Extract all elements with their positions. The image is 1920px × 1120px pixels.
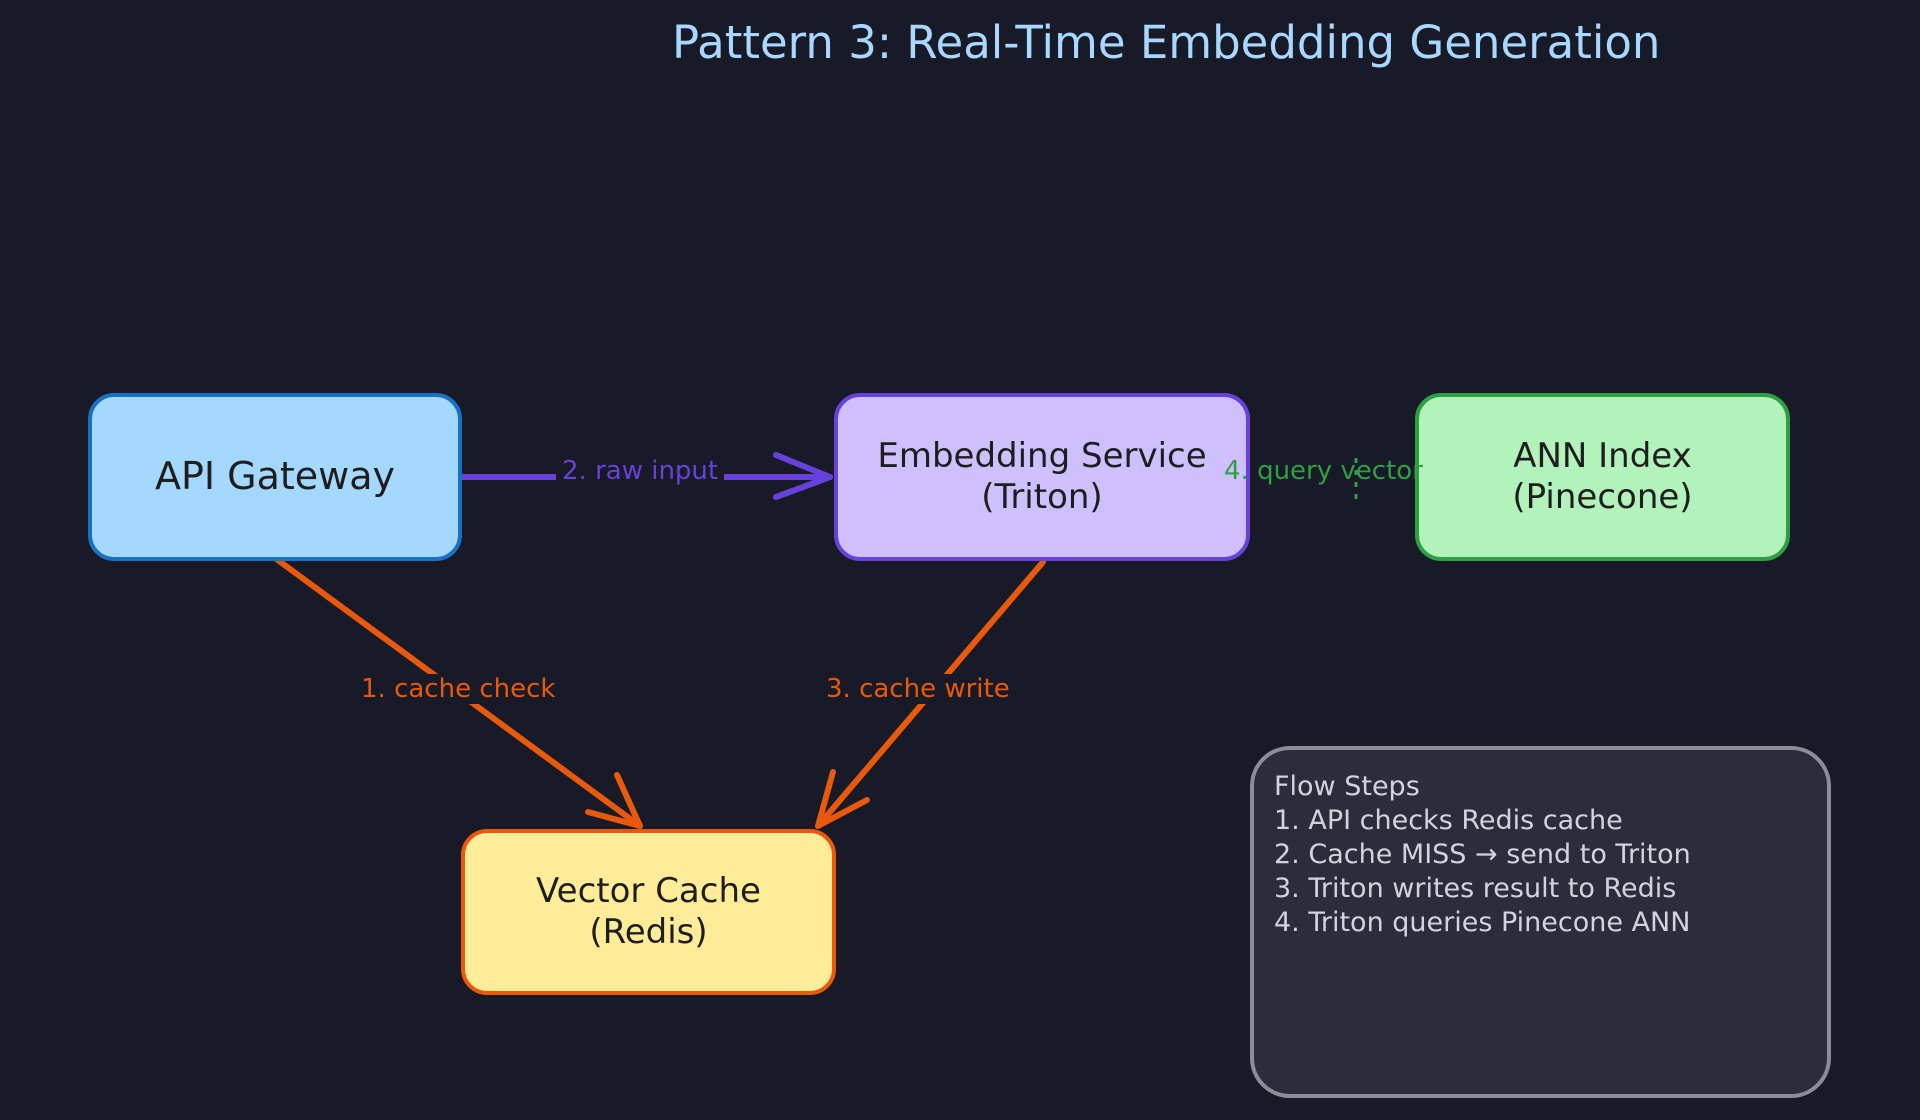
api-gateway-label: API Gateway [154, 454, 396, 499]
flow-step-4: 4. Triton queries Pinecone ANN [1274, 907, 1691, 938]
vector-cache-node[interactable]: Vector Cache (Redis) [461, 829, 836, 995]
embedding-service-node[interactable]: Embedding Service (Triton) [834, 393, 1250, 561]
flow-step-1: 1. API checks Redis cache [1274, 805, 1623, 836]
flow-step-3: 3. Triton writes result to Redis [1274, 873, 1677, 904]
ann-index-sublabel: (Pinecone) [1512, 477, 1693, 517]
flow-steps-panel: Flow Steps 1. API checks Redis cache 2. … [1250, 746, 1831, 1098]
edge-label-raw-input: 2. raw input [556, 456, 725, 486]
api-gateway-node[interactable]: API Gateway [88, 393, 462, 561]
edge-label-cache-write: 3. cache write [820, 674, 1016, 704]
ann-index-label: ANN Index [1513, 436, 1692, 477]
embedding-service-label: Embedding Service [877, 436, 1207, 477]
ann-index-node[interactable]: ANN Index (Pinecone) [1415, 393, 1790, 561]
diagram-title: Pattern 3: Real-Time Embedding Generatio… [672, 16, 1661, 69]
vector-cache-label: Vector Cache [536, 871, 761, 912]
edge-label-cache-check: 1. cache check [355, 674, 562, 704]
flow-steps-heading: Flow Steps [1274, 771, 1420, 802]
arrowhead-cache-write [815, 769, 870, 829]
arrowhead-raw-input [773, 452, 833, 500]
vector-cache-sublabel: (Redis) [589, 912, 708, 952]
arrowhead-cache-check [585, 772, 643, 829]
flow-step-2: 2. Cache MISS → send to Triton [1274, 839, 1691, 870]
edge-label-query-vector: 4. query vector [1224, 456, 1423, 486]
embedding-service-sublabel: (Triton) [981, 477, 1103, 517]
